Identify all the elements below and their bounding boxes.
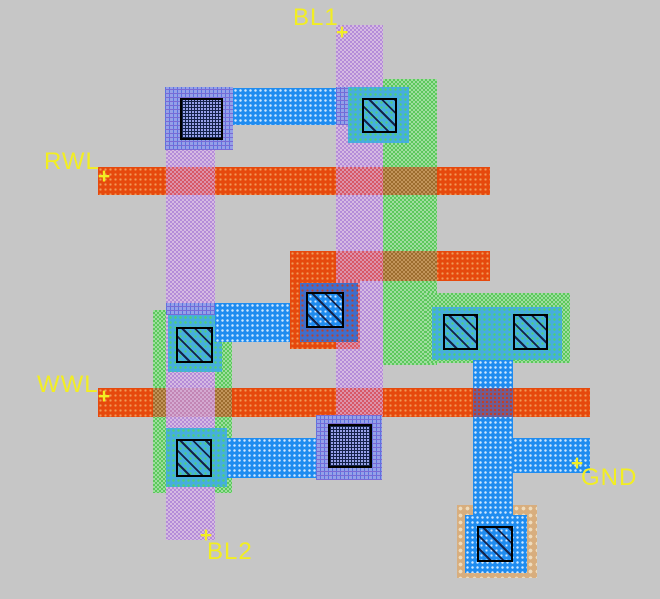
m1-wire-top[interactable]	[233, 88, 336, 125]
contact-ndiff-right-2[interactable]	[513, 314, 548, 350]
m1-wire-gnd-lower[interactable]	[473, 505, 513, 518]
layout-label-gnd[interactable]: GND	[581, 464, 638, 491]
label-marker-bl2: +	[199, 524, 213, 547]
wwl-over-poly-bl2[interactable]	[166, 388, 215, 417]
m1-wire-mid[interactable]	[215, 303, 300, 342]
m1-over-poly-mid[interactable]	[166, 303, 215, 315]
contact-ndiff-bottomleft[interactable]	[176, 439, 212, 477]
rwl-over-ndiff[interactable]	[383, 167, 437, 195]
label-marker-gnd: +	[570, 452, 584, 475]
wwl-over-poly-bl1[interactable]	[336, 388, 383, 417]
layout-label-bl2[interactable]: BL2	[207, 538, 253, 565]
poly-bl1[interactable]	[336, 25, 383, 417]
contact-poly-topleft[interactable]	[180, 98, 223, 140]
contact-ndiff-topright[interactable]	[362, 98, 397, 133]
layout-label-rwl[interactable]: RWL	[44, 148, 100, 175]
rwl-over-poly-bl2[interactable]	[166, 167, 215, 195]
layout-label-bl1[interactable]: BL1	[293, 4, 339, 31]
label-marker-rwl: +	[97, 165, 111, 188]
label-marker-wwl: +	[97, 385, 111, 408]
m1-wire-gnd-arm[interactable]	[513, 438, 590, 473]
m1-over-poly-top[interactable]	[336, 87, 348, 125]
layout-label-wwl[interactable]: WWL	[37, 371, 99, 398]
branch-over-poly-bl1[interactable]	[336, 251, 383, 281]
wwl-over-ndiff-left-b[interactable]	[215, 388, 232, 417]
contact-poly-bottom[interactable]	[328, 424, 372, 468]
branch-over-ndiff[interactable]	[383, 251, 437, 281]
m1-diff-pad-topright[interactable]	[348, 87, 409, 143]
contact-center[interactable]	[306, 292, 344, 328]
wwl-over-ndiff-left-a[interactable]	[153, 388, 166, 417]
contact-ndiff-midleft[interactable]	[176, 327, 213, 363]
rwl-over-poly-bl1[interactable]	[336, 167, 383, 195]
m1-wire-gnd-vertical[interactable]	[473, 360, 513, 518]
contact-substrate-gnd[interactable]	[477, 526, 513, 562]
m1-wire-bottom[interactable]	[227, 438, 316, 478]
label-marker-bl1: +	[335, 21, 349, 44]
contact-ndiff-right-1[interactable]	[443, 314, 478, 350]
wwl-over-m1-gnd[interactable]	[473, 388, 513, 417]
